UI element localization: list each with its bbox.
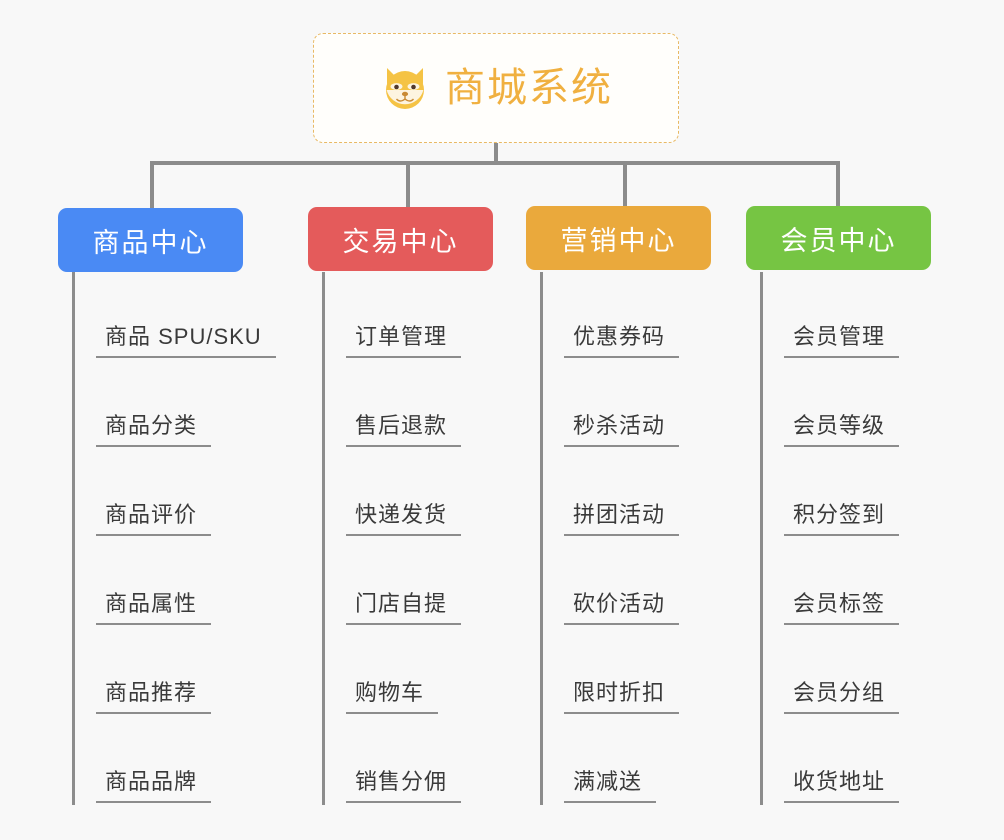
list-item-label: 会员等级 <box>784 412 900 447</box>
column-header-label: 商品中心 <box>92 227 209 258</box>
connector-drop-1 <box>150 161 154 209</box>
root-node[interactable]: 商城系统 <box>313 33 679 143</box>
list-item[interactable]: 秒杀活动 <box>540 361 770 450</box>
list-item[interactable]: 门店自提 <box>322 539 552 628</box>
list-item[interactable]: 积分签到 <box>760 450 990 539</box>
list-item-label: 商品品牌 <box>96 768 212 803</box>
column-header-member[interactable]: 会员中心 <box>746 206 931 270</box>
column-header-marketing[interactable]: 营销中心 <box>526 206 711 270</box>
list-item-label: 订单管理 <box>346 323 462 358</box>
list-item[interactable]: 商品推荐 <box>72 628 302 717</box>
list-item-label: 满减送 <box>564 768 657 803</box>
list-item-label: 会员分组 <box>784 679 900 714</box>
list-item[interactable]: 优惠券码 <box>540 272 770 361</box>
list-item-label: 限时折扣 <box>564 679 680 714</box>
list-item[interactable]: 限时折扣 <box>540 628 770 717</box>
list-item[interactable]: 会员管理 <box>760 272 990 361</box>
list-item-label: 积分签到 <box>784 501 900 536</box>
column-header-product[interactable]: 商品中心 <box>58 208 243 272</box>
column-header-trade[interactable]: 交易中心 <box>308 207 493 271</box>
list-item[interactable]: 拼团活动 <box>540 450 770 539</box>
list-item-label: 商品属性 <box>96 590 212 625</box>
list-item[interactable]: 商品分类 <box>72 361 302 450</box>
column-header-label: 营销中心 <box>560 225 677 256</box>
list-item-label: 快递发货 <box>346 501 462 536</box>
list-item-label: 拼团活动 <box>564 501 680 536</box>
dog-face-icon <box>379 62 431 114</box>
column-spine <box>72 272 75 805</box>
connector-drop-4 <box>836 161 840 209</box>
list-item[interactable]: 购物车 <box>322 628 552 717</box>
list-item-label: 商品推荐 <box>96 679 212 714</box>
leaf-column-marketing: 优惠券码 秒杀活动 拼团活动 砍价活动 限时折扣 满减送 <box>540 272 770 806</box>
list-item[interactable]: 会员等级 <box>760 361 990 450</box>
root-title: 商城系统 <box>445 66 613 110</box>
connector-horizontal-bus <box>150 161 840 165</box>
list-item[interactable]: 商品品牌 <box>72 717 302 806</box>
list-item[interactable]: 砍价活动 <box>540 539 770 628</box>
connector-root-stem <box>494 143 498 164</box>
list-item-label: 秒杀活动 <box>564 412 680 447</box>
list-item[interactable]: 会员标签 <box>760 539 990 628</box>
column-spine <box>322 272 325 805</box>
list-item-label: 优惠券码 <box>564 323 680 358</box>
list-item[interactable]: 商品属性 <box>72 539 302 628</box>
list-item-label: 销售分佣 <box>346 768 462 803</box>
list-item-label: 门店自提 <box>346 590 462 625</box>
list-item[interactable]: 满减送 <box>540 717 770 806</box>
list-item-label: 砍价活动 <box>564 590 680 625</box>
leaf-column-trade: 订单管理 售后退款 快递发货 门店自提 购物车 销售分佣 <box>322 272 552 806</box>
column-spine <box>540 272 543 805</box>
connector-drop-3 <box>623 161 627 209</box>
list-item-label: 会员标签 <box>784 590 900 625</box>
list-item[interactable]: 销售分佣 <box>322 717 552 806</box>
list-item-label: 商品分类 <box>96 412 212 447</box>
leaf-column-product: 商品 SPU/SKU 商品分类 商品评价 商品属性 商品推荐 商品品牌 <box>72 272 302 806</box>
connector-drop-2 <box>406 161 410 209</box>
list-item[interactable]: 订单管理 <box>322 272 552 361</box>
list-item[interactable]: 商品 SPU/SKU <box>72 272 302 361</box>
column-header-label: 会员中心 <box>780 225 897 256</box>
list-item-label: 商品评价 <box>96 501 212 536</box>
list-item-label: 收货地址 <box>784 768 900 803</box>
list-item-label: 售后退款 <box>346 412 462 447</box>
list-item[interactable]: 会员分组 <box>760 628 990 717</box>
list-item[interactable]: 商品评价 <box>72 450 302 539</box>
column-header-label: 交易中心 <box>342 226 459 257</box>
leaf-column-member: 会员管理 会员等级 积分签到 会员标签 会员分组 收货地址 <box>760 272 990 806</box>
list-item[interactable]: 快递发货 <box>322 450 552 539</box>
list-item-label: 会员管理 <box>784 323 900 358</box>
list-item-label: 购物车 <box>346 679 439 714</box>
column-spine <box>760 272 763 805</box>
list-item-label: 商品 SPU/SKU <box>96 323 276 358</box>
list-item[interactable]: 收货地址 <box>760 717 990 806</box>
list-item[interactable]: 售后退款 <box>322 361 552 450</box>
